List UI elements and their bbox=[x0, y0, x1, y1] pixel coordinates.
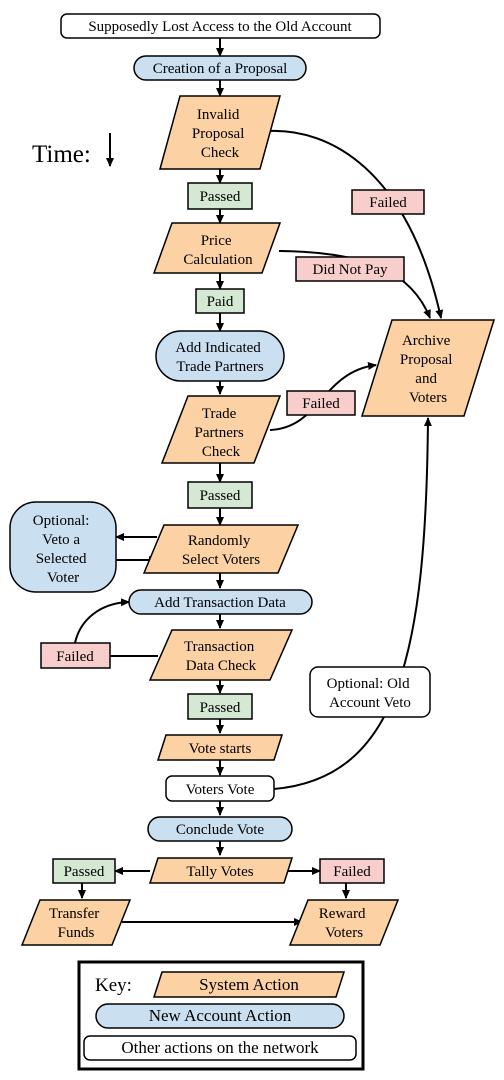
add-partners-line: Add Indicated bbox=[175, 340, 261, 356]
failed-2-node bbox=[286, 390, 356, 416]
old-veto-line: Account Veto bbox=[329, 695, 411, 711]
add-partners-node bbox=[155, 330, 285, 382]
passed-4-node bbox=[52, 858, 116, 884]
key-account-swatch bbox=[95, 1003, 345, 1029]
reward-line: Reward bbox=[319, 906, 366, 922]
archive-line: Archive bbox=[402, 333, 451, 349]
did-not-pay-node bbox=[295, 256, 405, 282]
price-calc-line: Price bbox=[201, 233, 232, 249]
paid-node bbox=[195, 288, 245, 314]
key-account-label: New Account Action bbox=[149, 1006, 292, 1025]
voters-vote-label: Voters Vote bbox=[186, 782, 255, 798]
paid-label: Paid bbox=[207, 294, 234, 310]
veto-voter-node bbox=[9, 501, 117, 593]
partners-check-label: Trade Partners Check bbox=[195, 406, 248, 460]
invalid-check-line: Proposal bbox=[192, 126, 245, 142]
failed-1-node bbox=[351, 189, 425, 215]
create-proposal-label: Creation of a Proposal bbox=[153, 61, 288, 77]
invalid-check-line: Check bbox=[201, 145, 240, 161]
archive-line: Proposal bbox=[400, 352, 453, 368]
invalid-check-label: Invalid Proposal Check bbox=[192, 107, 248, 161]
passed-2-node bbox=[187, 481, 253, 509]
passed-1-node bbox=[187, 182, 253, 210]
tally-label: Tally Votes bbox=[186, 864, 253, 880]
passed-3-node bbox=[187, 693, 253, 720]
archive-node bbox=[360, 319, 496, 417]
voters-vote-node bbox=[165, 775, 275, 802]
key-other-label: Other actions on the network bbox=[121, 1038, 319, 1057]
veto-voter-line: Veto a bbox=[42, 532, 80, 548]
vote-starts-label: Vote starts bbox=[189, 741, 252, 757]
transfer-line: Transfer bbox=[49, 906, 99, 922]
time-label: Time: bbox=[32, 141, 91, 168]
tx-check-node bbox=[148, 629, 294, 681]
partners-check-line: Partners bbox=[195, 425, 244, 441]
key-legend: Key: System Action New Account Action Ot… bbox=[77, 960, 365, 1071]
reward-line: Voters bbox=[325, 925, 363, 941]
price-calc-line: Calculation bbox=[183, 252, 253, 268]
select-voters-line: Select Voters bbox=[182, 552, 260, 568]
key-other-swatch bbox=[83, 1035, 357, 1061]
add-tx-label: Add Transaction Data bbox=[154, 595, 286, 611]
veto-voter-label: Optional: Veto a Selected Voter bbox=[33, 513, 93, 586]
start-node-label: Supposedly Lost Access to the Old Accoun… bbox=[88, 19, 352, 35]
select-voters-line: Randomly bbox=[188, 533, 251, 549]
partners-check-line: Trade bbox=[202, 406, 237, 422]
key-system-label: System Action bbox=[199, 975, 299, 994]
veto-voter-line: Optional: bbox=[33, 513, 90, 529]
tx-check-line: Data Check bbox=[186, 658, 257, 674]
add-partners-label: Add Indicated Trade Partners bbox=[175, 340, 264, 375]
reward-node bbox=[288, 899, 400, 946]
create-proposal-node bbox=[133, 55, 307, 81]
tx-check-line: Transaction bbox=[184, 639, 255, 655]
add-tx-node bbox=[128, 589, 313, 615]
select-voters-node bbox=[142, 524, 300, 574]
transfer-line: Funds bbox=[58, 925, 95, 941]
transfer-label: Transfer Funds bbox=[49, 906, 103, 941]
key-system-swatch bbox=[152, 971, 346, 998]
conclude-label: Conclude Vote bbox=[176, 822, 265, 838]
select-voters-label: Randomly Select Voters bbox=[182, 533, 260, 568]
edge-failed-to-addtx bbox=[74, 598, 130, 644]
invalid-check-line: Invalid bbox=[197, 107, 240, 123]
conclude-node bbox=[147, 816, 293, 842]
add-partners-line: Trade Partners bbox=[176, 359, 264, 375]
key-title: Key: bbox=[95, 975, 132, 996]
invalid-check-node bbox=[159, 95, 281, 170]
archive-label: Archive Proposal and Voters bbox=[400, 333, 456, 406]
failed-4-label: Failed bbox=[333, 864, 371, 880]
old-veto-node bbox=[309, 666, 431, 718]
price-calc-label: Price Calculation bbox=[183, 233, 253, 268]
passed-1-label: Passed bbox=[200, 189, 241, 205]
old-veto-label: Optional: Old Account Veto bbox=[327, 676, 414, 711]
failed-1-label: Failed bbox=[369, 195, 407, 211]
tx-check-label: Transaction Data Check bbox=[184, 639, 258, 674]
did-not-pay-label: Did Not Pay bbox=[313, 262, 389, 278]
partners-check-line: Check bbox=[202, 444, 241, 460]
veto-voter-line: Selected bbox=[36, 551, 87, 567]
failed-2-label: Failed bbox=[302, 396, 340, 412]
failed-3-node bbox=[40, 642, 111, 669]
price-calc-node bbox=[152, 222, 282, 274]
edge-check-to-archive bbox=[267, 129, 444, 319]
veto-voter-line: Voter bbox=[47, 570, 79, 586]
old-veto-line: Optional: Old bbox=[327, 676, 410, 692]
start-node bbox=[60, 13, 381, 39]
transfer-node bbox=[20, 899, 132, 946]
passed-4-label: Passed bbox=[64, 864, 105, 880]
archive-line: Voters bbox=[409, 390, 447, 406]
archive-line: and bbox=[415, 371, 437, 387]
failed-3-label: Failed bbox=[56, 649, 94, 665]
partners-check-node bbox=[160, 395, 282, 464]
tally-node bbox=[148, 857, 294, 884]
failed-4-node bbox=[319, 858, 385, 884]
reward-label: Reward Voters bbox=[319, 906, 369, 941]
vote-starts-node bbox=[156, 734, 284, 761]
passed-2-label: Passed bbox=[200, 488, 241, 504]
passed-3-label: Passed bbox=[200, 700, 241, 716]
